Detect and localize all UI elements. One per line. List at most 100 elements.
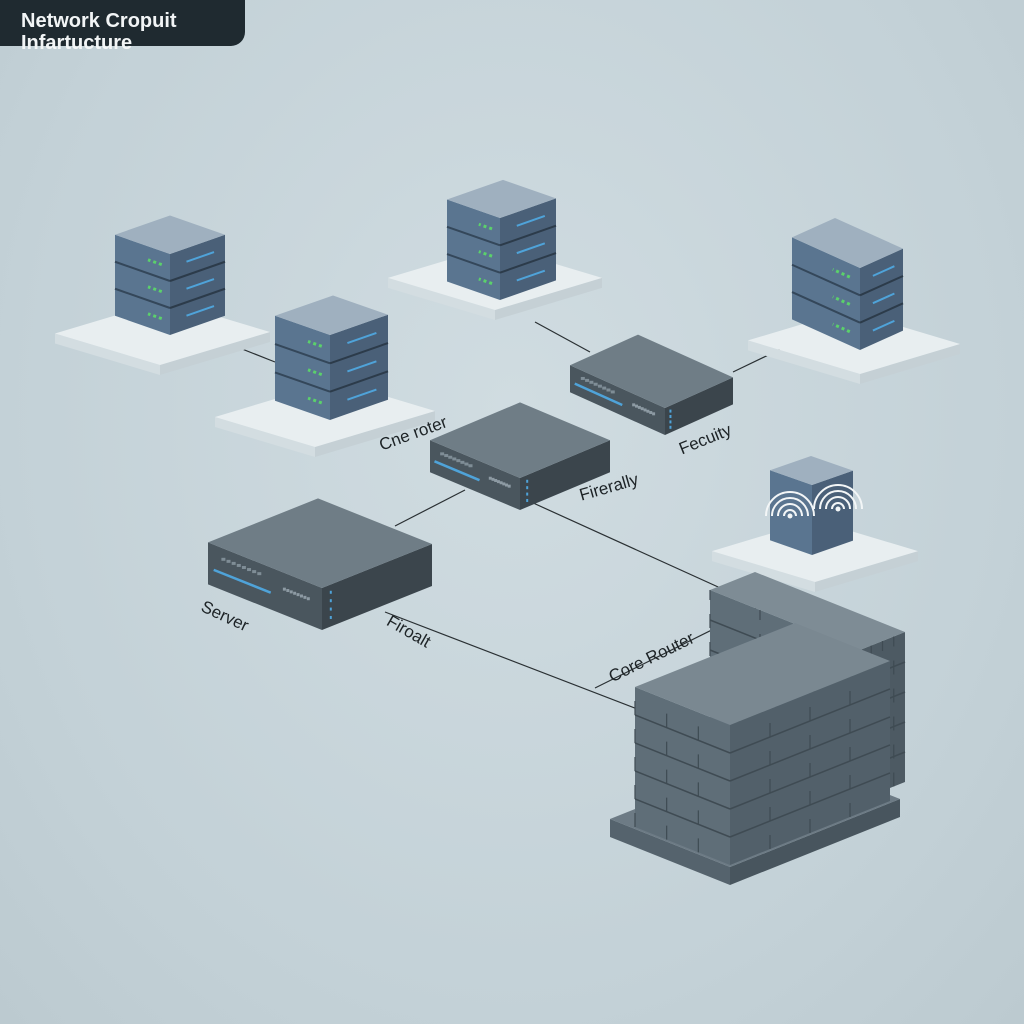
link-router-c-router-b xyxy=(394,489,466,527)
button-grid-icon xyxy=(585,378,590,382)
brick-line xyxy=(634,770,731,810)
platform-server-1-front-face xyxy=(55,333,160,375)
port-led-icon xyxy=(329,615,332,619)
port-led-icon xyxy=(526,498,529,502)
port-led-icon xyxy=(526,486,529,490)
drawer-divider xyxy=(274,371,331,393)
platform-wireless-front-face xyxy=(712,551,815,592)
button-grid-icon xyxy=(257,572,262,576)
link-server3-router-a xyxy=(534,321,591,353)
port-led-icon xyxy=(669,415,672,419)
platform-server-4-side-face xyxy=(860,344,960,384)
drawer-divider xyxy=(114,287,171,309)
platform-wireless-side-face xyxy=(815,551,918,592)
button-grid-icon xyxy=(640,407,644,411)
slot-indicator-icon xyxy=(434,460,480,482)
server-stack-2-front-face xyxy=(275,315,330,420)
port-led-icon xyxy=(669,425,672,429)
status-led-icon xyxy=(478,222,493,231)
drive-slot-icon xyxy=(516,215,546,227)
port-led-icon xyxy=(669,420,672,424)
firewall-wall-front-top-face xyxy=(635,623,890,725)
server-stack-1-top-face xyxy=(115,215,225,254)
button-grid-icon xyxy=(635,404,638,408)
wireless-access-point xyxy=(765,455,863,555)
button-grid-icon xyxy=(236,563,241,567)
button-grid-icon xyxy=(444,454,449,458)
wifi-signal-icon xyxy=(831,502,845,510)
title-line-2: Infartucture xyxy=(21,32,133,54)
status-led-icon xyxy=(478,250,493,258)
button-grid-icon xyxy=(452,457,457,461)
button-grid-icon xyxy=(464,462,469,466)
slot-indicator-icon xyxy=(213,568,272,594)
drawer-divider xyxy=(499,224,557,247)
server-stack-2 xyxy=(274,295,389,420)
button-grid-icon xyxy=(306,597,310,601)
button-grid-icon xyxy=(593,382,598,386)
status-led-icon xyxy=(307,340,323,348)
drawer-divider xyxy=(329,370,389,393)
router-firerally-side-face xyxy=(520,440,610,510)
drive-slot-icon xyxy=(186,251,215,263)
wireless-access-point-front-face xyxy=(770,470,812,555)
title-line-1: Network Cropuit xyxy=(21,10,177,32)
platform-server-1-side-face xyxy=(160,332,270,375)
brick-line xyxy=(634,742,731,782)
button-grid-icon xyxy=(286,589,290,593)
connection-lines xyxy=(231,321,784,711)
port-led-icon xyxy=(669,409,672,413)
server-stack-2-top-face xyxy=(275,295,388,335)
drawer-divider xyxy=(114,260,171,282)
wifi-signal-icon xyxy=(813,484,863,510)
button-grid-icon xyxy=(646,409,650,413)
server-stack-4-top-face xyxy=(792,218,903,268)
button-grid-icon xyxy=(496,480,500,484)
server-stack-4 xyxy=(791,218,904,350)
button-grid-icon xyxy=(507,484,511,488)
button-grid-icon xyxy=(456,459,461,463)
port-led-icon xyxy=(329,599,332,603)
drawer-divider xyxy=(791,291,861,324)
router-firerally xyxy=(430,402,610,510)
drive-slot-icon xyxy=(186,278,215,290)
router-firerally-top-face xyxy=(430,402,610,478)
button-grid-icon xyxy=(293,591,297,595)
slot-indicator-icon xyxy=(574,382,623,407)
button-grid-icon xyxy=(289,590,293,594)
drawer-divider xyxy=(791,263,861,297)
drawer-divider xyxy=(446,225,501,247)
button-grid-icon xyxy=(303,595,307,599)
drawer-divider xyxy=(499,252,557,274)
port-led-icon xyxy=(526,492,529,496)
button-grid-icon xyxy=(597,384,602,388)
drive-slot-icon xyxy=(186,305,215,317)
wifi-signal-icon xyxy=(771,497,809,517)
drawer-divider xyxy=(274,343,331,365)
button-grid-icon xyxy=(468,464,473,468)
wifi-signal-icon xyxy=(783,509,797,517)
button-grid-icon xyxy=(499,481,503,485)
link-router-c-wall xyxy=(384,611,641,711)
server-stack-3 xyxy=(446,179,557,300)
wireless-access-point-side-face xyxy=(812,470,853,555)
button-grid-icon xyxy=(649,411,653,415)
server-stack-1-front-face xyxy=(115,234,170,335)
router-security-side-face xyxy=(665,377,733,435)
button-grid-icon xyxy=(606,388,611,392)
button-grid-icon xyxy=(491,477,495,481)
wifi-signal-icon xyxy=(835,506,841,512)
brick-line xyxy=(634,714,731,754)
button-grid-icon xyxy=(505,483,508,487)
drive-slot-icon xyxy=(872,265,895,277)
wifi-signal-icon xyxy=(825,496,851,510)
server-stack-3-top-face xyxy=(447,179,556,218)
platform-server-2-front-face xyxy=(215,417,315,457)
router-server-top-face xyxy=(208,498,432,588)
drive-slot-icon xyxy=(872,319,895,332)
router-security-top-face xyxy=(570,334,733,408)
firewall-wall-back-top-face xyxy=(710,572,905,650)
button-grid-icon xyxy=(602,386,607,390)
wifi-signal-icon xyxy=(819,490,857,510)
